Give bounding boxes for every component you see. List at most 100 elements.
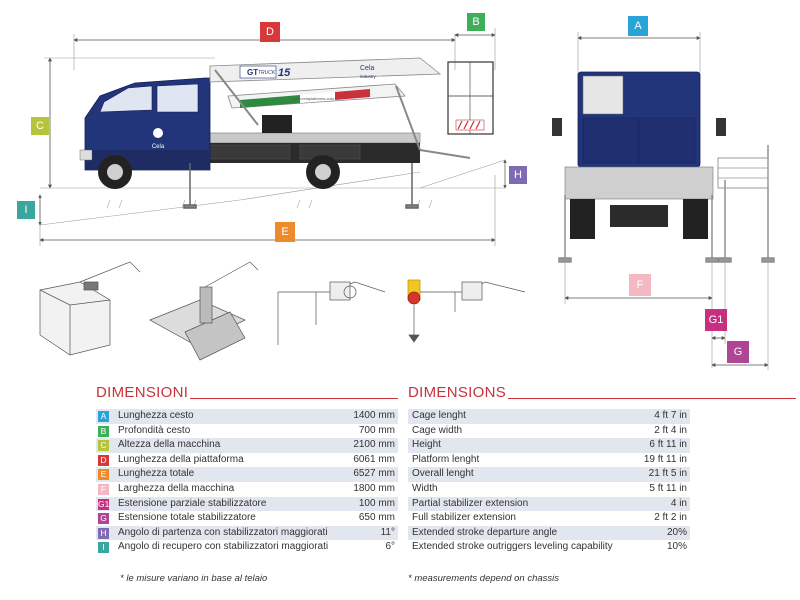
spec-value: 5 ft 11 in	[649, 482, 687, 494]
aerial-boom: GT TRUCK 15 Cela industry www.celaplatfo…	[209, 57, 471, 159]
spec-value: 1800 mm	[353, 482, 395, 494]
spec-label: Angolo di recupero con stabilizzatori ma…	[118, 541, 329, 553]
english-spec-table: Cage lenght 4 ft 7 in Cage width 2 ft 4 in…	[408, 409, 690, 555]
spec-value: 100 mm	[358, 497, 395, 509]
spec-row-platform-length: Platform lenght 19 ft 11 in	[408, 452, 690, 468]
spec-value: 2 ft 2 in	[654, 512, 687, 524]
spec-label: Cage width	[412, 424, 463, 436]
spec-value: 6°	[385, 541, 395, 553]
badge-f: F	[637, 279, 644, 291]
badge-b: B	[472, 16, 479, 28]
spec-value: 10%	[666, 541, 687, 553]
spec-row-full-stabilizer: Full stabilizer extension 2 ft 2 in	[408, 511, 690, 526]
spec-label: Platform lenght	[412, 453, 480, 465]
spec-label: Height	[412, 439, 441, 451]
letter-badge: E	[98, 469, 109, 481]
spec-value: 650 mm	[358, 512, 395, 524]
technical-drawing: Cela GT TRUCK 15 C	[17, 13, 775, 370]
badge-e: E	[281, 226, 288, 238]
side-view: Cela GT TRUCK 15 C	[38, 28, 507, 246]
badge-a: A	[634, 20, 642, 32]
spec-label: Partial stabilizer extension	[412, 497, 529, 509]
spec-label: Estensione totale stabilizzatore	[118, 512, 256, 524]
spec-row-g: G Estensione totale stabilizzatore 650 mm	[96, 511, 398, 526]
badge-i: I	[24, 204, 27, 216]
rear-wheel	[306, 155, 340, 189]
spec-label: Cage lenght	[412, 410, 466, 421]
spec-row-cage-length: Cage lenght 4 ft 7 in	[408, 409, 690, 424]
english-footnote: * measurements depend on chassis	[408, 573, 560, 584]
spec-value: 6527 mm	[353, 468, 395, 480]
spec-label: Lunghezza totale	[118, 468, 195, 480]
spec-label: Extended stroke departure angle	[412, 526, 558, 538]
letter-badge: I	[98, 542, 109, 554]
spec-value: 19 ft 11 in	[643, 453, 687, 465]
boom-subbrand: industry	[360, 74, 377, 79]
spec-value: 20%	[666, 526, 687, 538]
spec-value: 6 ft 11 in	[649, 439, 687, 451]
dimensions-title: DIMENSIONS	[408, 384, 797, 401]
spec-value: 2100 mm	[353, 439, 395, 451]
letter-badge: G	[98, 513, 109, 525]
spec-label: Full stabilizer extension	[412, 512, 516, 524]
spec-label: Lunghezza cesto	[118, 410, 194, 421]
boom-model-gt: GT	[247, 68, 258, 77]
spec-value: 1400 mm	[353, 410, 395, 421]
rear-view	[552, 32, 775, 370]
spec-row-height: Height 6 ft 11 in	[408, 438, 690, 453]
accessory-sketches	[39, 261, 526, 361]
spec-label: Larghezza della macchina	[118, 482, 235, 494]
spec-label: Lunghezza della piattaforma	[118, 453, 244, 465]
spec-label: Estensione parziale stabilizzatore	[118, 497, 267, 509]
letter-badge: C	[98, 440, 109, 452]
spec-value: 2 ft 4 in	[654, 424, 687, 436]
spec-label: Profondità cesto	[118, 424, 191, 436]
spec-row-partial-stabilizer: Partial stabilizer extension 4 in	[408, 496, 690, 512]
spec-value: 4 ft 7 in	[654, 410, 687, 421]
boom-url: www.celaplatforms.com	[292, 96, 335, 101]
spec-row-h: H Angolo di partenza con stabilizzatori m…	[96, 525, 398, 541]
spec-value: 21 ft 5 in	[648, 468, 687, 480]
winch-sketch	[407, 279, 526, 343]
letter-badge: D	[98, 454, 109, 466]
side-cage	[447, 61, 494, 135]
spec-label: Width	[412, 482, 438, 494]
boom-model-truck: TRUCK	[258, 70, 276, 76]
italian-footnote: * le misure variano in base al telaio	[120, 573, 268, 584]
rear-outriggers	[558, 145, 775, 263]
badge-a-box	[628, 16, 648, 36]
front-wheel	[98, 155, 132, 189]
badge-g: G	[734, 346, 743, 358]
spec-label: Altezza della macchina	[118, 439, 221, 451]
badge-h: H	[514, 169, 522, 181]
cage-sketch	[39, 261, 141, 356]
badge-e-box	[275, 222, 295, 242]
badge-g1-box	[705, 309, 727, 331]
spec-value: 4 in	[670, 497, 687, 509]
spec-label: Extended stroke outriggers leveling capa…	[412, 541, 613, 553]
spec-row-width: Width 5 ft 11 in	[408, 481, 690, 497]
platform-sketch	[149, 261, 259, 361]
spec-row-c: C Altezza della macchina 2100 mm	[96, 438, 398, 453]
cab-logo-text: Cela	[152, 144, 165, 150]
spec-row-leveling-capability: Extended stroke outriggers leveling capa…	[408, 540, 690, 555]
badge-d-box	[260, 22, 280, 42]
spec-label: Angolo di partenza con stabilizzatori ma…	[118, 526, 328, 538]
badge-h-box	[509, 166, 527, 184]
spec-row-e: E Lunghezza totale 6527 mm	[96, 467, 398, 482]
boom-model-number: 15	[278, 67, 291, 79]
badge-g-box	[727, 341, 749, 363]
letter-badge: H	[98, 527, 109, 539]
boom-brand: Cela	[360, 65, 375, 72]
spec-row-i: I Angolo di recupero con stabilizzatori m…	[96, 540, 398, 555]
badge-c: C	[36, 120, 44, 132]
